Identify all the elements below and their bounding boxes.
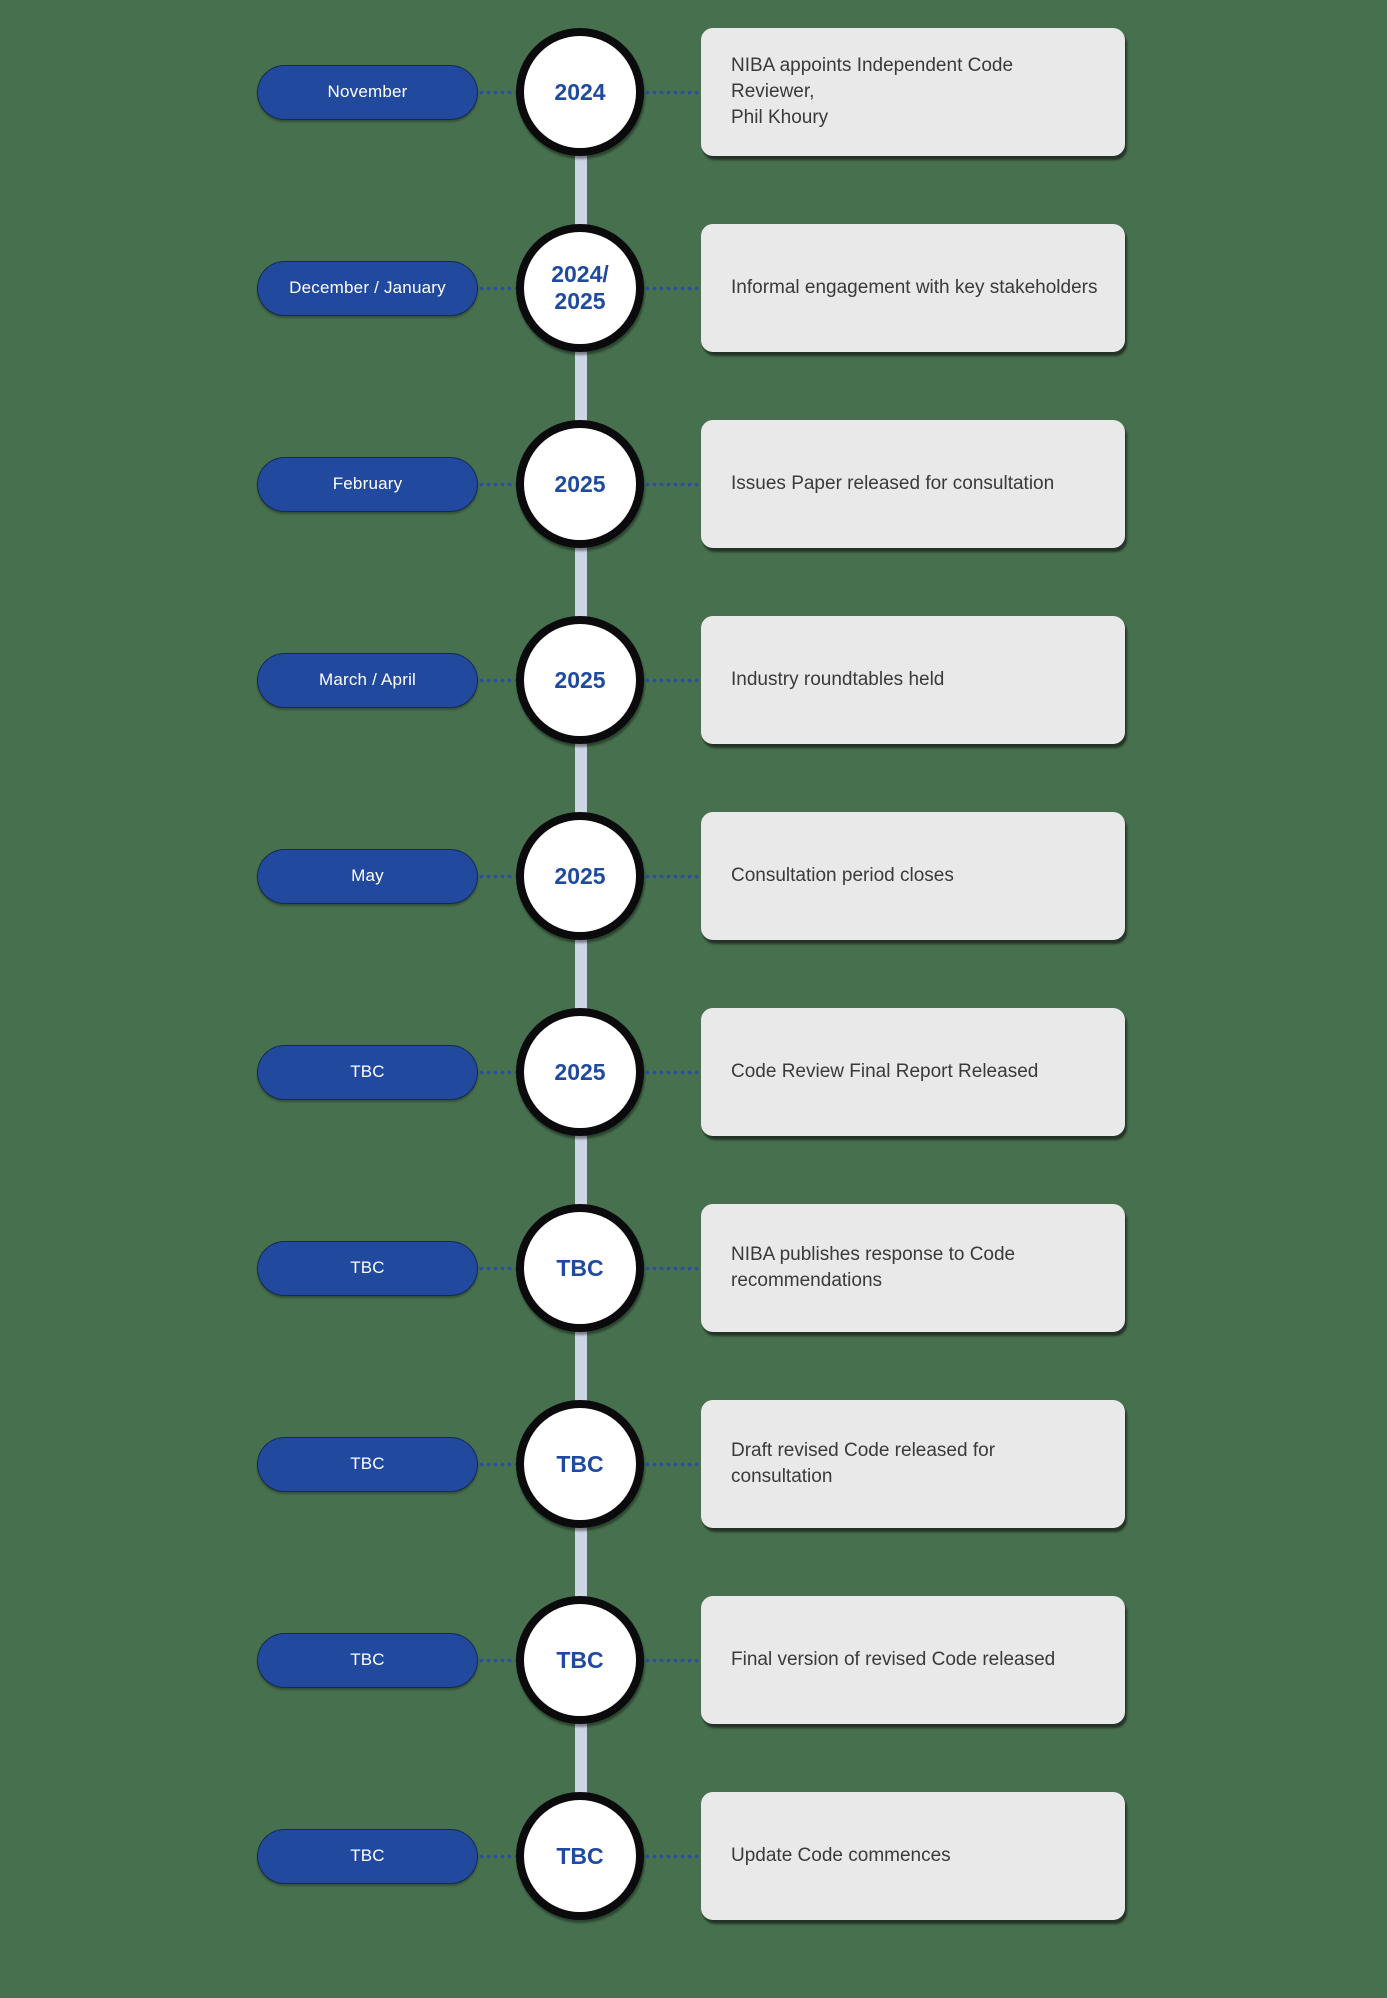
period-pill: TBC bbox=[257, 1632, 478, 1688]
year-node: TBC bbox=[516, 1792, 644, 1920]
timeline-row: May 2025 Consultation period closes bbox=[0, 778, 1387, 974]
dotted-connector-left bbox=[478, 1657, 516, 1663]
timeline-row: TBC TBC Final version of revised Code re… bbox=[0, 1562, 1387, 1758]
period-pill: TBC bbox=[257, 1240, 478, 1296]
milestone-text: Draft revised Code released for consulta… bbox=[731, 1440, 996, 1487]
year-node: 2025 bbox=[516, 420, 644, 548]
timeline-row: TBC TBC NIBA publishes response to Code … bbox=[0, 1170, 1387, 1366]
milestone-text: Final version of revised Code released bbox=[731, 1649, 1056, 1670]
milestone-text: Industry roundtables held bbox=[731, 669, 945, 690]
timeline-row: TBC TBC Draft revised Code released for … bbox=[0, 1366, 1387, 1562]
timeline-row: TBC 2025 Code Review Final Report Releas… bbox=[0, 974, 1387, 1170]
period-label: November bbox=[327, 82, 408, 101]
period-label: TBC bbox=[350, 1258, 385, 1277]
year-node: 2025 bbox=[516, 616, 644, 744]
period-pill: TBC bbox=[257, 1044, 478, 1100]
year-node: 2025 bbox=[516, 812, 644, 940]
timeline-row: March / April 2025 Industry roundtables … bbox=[0, 582, 1387, 778]
year-label: TBC bbox=[556, 1646, 604, 1673]
period-pill: TBC bbox=[257, 1436, 478, 1492]
timeline-row: November 2024 NIBA appoints Independent … bbox=[0, 0, 1387, 190]
dotted-connector-right bbox=[644, 1265, 701, 1271]
dotted-connector-left bbox=[478, 285, 516, 291]
milestone-text: NIBA publishes response to Code recommen… bbox=[731, 1244, 1016, 1291]
period-pill: November bbox=[257, 64, 478, 120]
milestone-text: Consultation period closes bbox=[731, 865, 954, 886]
milestone-card: Consultation period closes bbox=[701, 812, 1125, 940]
milestone-text: Informal engagement with key stakeholder… bbox=[731, 277, 1098, 298]
year-node: 2025 bbox=[516, 1008, 644, 1136]
dotted-connector-right bbox=[644, 1657, 701, 1663]
dotted-connector-right bbox=[644, 1853, 701, 1859]
milestone-card: Industry roundtables held bbox=[701, 616, 1125, 744]
dotted-connector-right bbox=[644, 285, 701, 291]
period-label: TBC bbox=[350, 1454, 385, 1473]
year-label: 2025 bbox=[554, 666, 606, 693]
year-label: TBC bbox=[556, 1450, 604, 1477]
milestone-card: Draft revised Code released for consulta… bbox=[701, 1400, 1125, 1528]
timeline-row: February 2025 Issues Paper released for … bbox=[0, 386, 1387, 582]
milestone-text: Issues Paper released for consultation bbox=[731, 473, 1055, 494]
period-pill: May bbox=[257, 848, 478, 904]
dotted-connector-left bbox=[478, 873, 516, 879]
period-label: TBC bbox=[350, 1650, 385, 1669]
year-label: 2024 bbox=[554, 78, 606, 105]
timeline-row: TBC TBC Update Code commences bbox=[0, 1758, 1387, 1954]
year-label: 2024/ 2025 bbox=[551, 261, 609, 314]
year-label: TBC bbox=[556, 1842, 604, 1869]
milestone-text: NIBA appoints Independent Code Reviewer,… bbox=[731, 55, 1014, 128]
year-node: TBC bbox=[516, 1204, 644, 1332]
milestone-card: NIBA publishes response to Code recommen… bbox=[701, 1204, 1125, 1332]
dotted-connector-left bbox=[478, 677, 516, 683]
dotted-connector-left bbox=[478, 1461, 516, 1467]
period-pill: TBC bbox=[257, 1828, 478, 1884]
year-label: 2025 bbox=[554, 862, 606, 889]
dotted-connector-right bbox=[644, 677, 701, 683]
milestone-text: Code Review Final Report Released bbox=[731, 1061, 1039, 1082]
milestone-card: Issues Paper released for consultation bbox=[701, 420, 1125, 548]
milestone-card: Final version of revised Code released bbox=[701, 1596, 1125, 1724]
dotted-connector-right bbox=[644, 481, 701, 487]
milestone-card: Update Code commences bbox=[701, 1792, 1125, 1920]
milestone-card: NIBA appoints Independent Code Reviewer,… bbox=[701, 28, 1125, 156]
year-node: TBC bbox=[516, 1400, 644, 1528]
milestone-text: Update Code commences bbox=[731, 1845, 951, 1866]
dotted-connector-right bbox=[644, 1461, 701, 1467]
period-label: March / April bbox=[318, 670, 417, 689]
year-node: 2024/ 2025 bbox=[516, 224, 644, 352]
year-node: TBC bbox=[516, 1596, 644, 1724]
period-pill: February bbox=[257, 456, 478, 512]
dotted-connector-right bbox=[644, 89, 701, 95]
period-label: May bbox=[351, 866, 384, 885]
period-label: February bbox=[332, 474, 403, 493]
period-label: TBC bbox=[350, 1846, 385, 1865]
period-label: December / January bbox=[289, 278, 446, 297]
dotted-connector-left bbox=[478, 1069, 516, 1075]
milestone-card: Code Review Final Report Released bbox=[701, 1008, 1125, 1136]
dotted-connector-left bbox=[478, 1265, 516, 1271]
dotted-connector-right bbox=[644, 873, 701, 879]
dotted-connector-left bbox=[478, 481, 516, 487]
period-label: TBC bbox=[350, 1062, 385, 1081]
dotted-connector-left bbox=[478, 1853, 516, 1859]
milestone-card: Informal engagement with key stakeholder… bbox=[701, 224, 1125, 352]
period-pill: March / April bbox=[257, 652, 478, 708]
year-label: TBC bbox=[556, 1254, 604, 1281]
dotted-connector-right bbox=[644, 1069, 701, 1075]
period-pill: December / January bbox=[257, 260, 478, 316]
timeline-row: December / January 2024/ 2025 Informal e… bbox=[0, 190, 1387, 386]
year-label: 2025 bbox=[554, 1058, 606, 1085]
year-label: 2025 bbox=[554, 470, 606, 497]
dotted-connector-left bbox=[478, 89, 516, 95]
year-node: 2024 bbox=[516, 28, 644, 156]
